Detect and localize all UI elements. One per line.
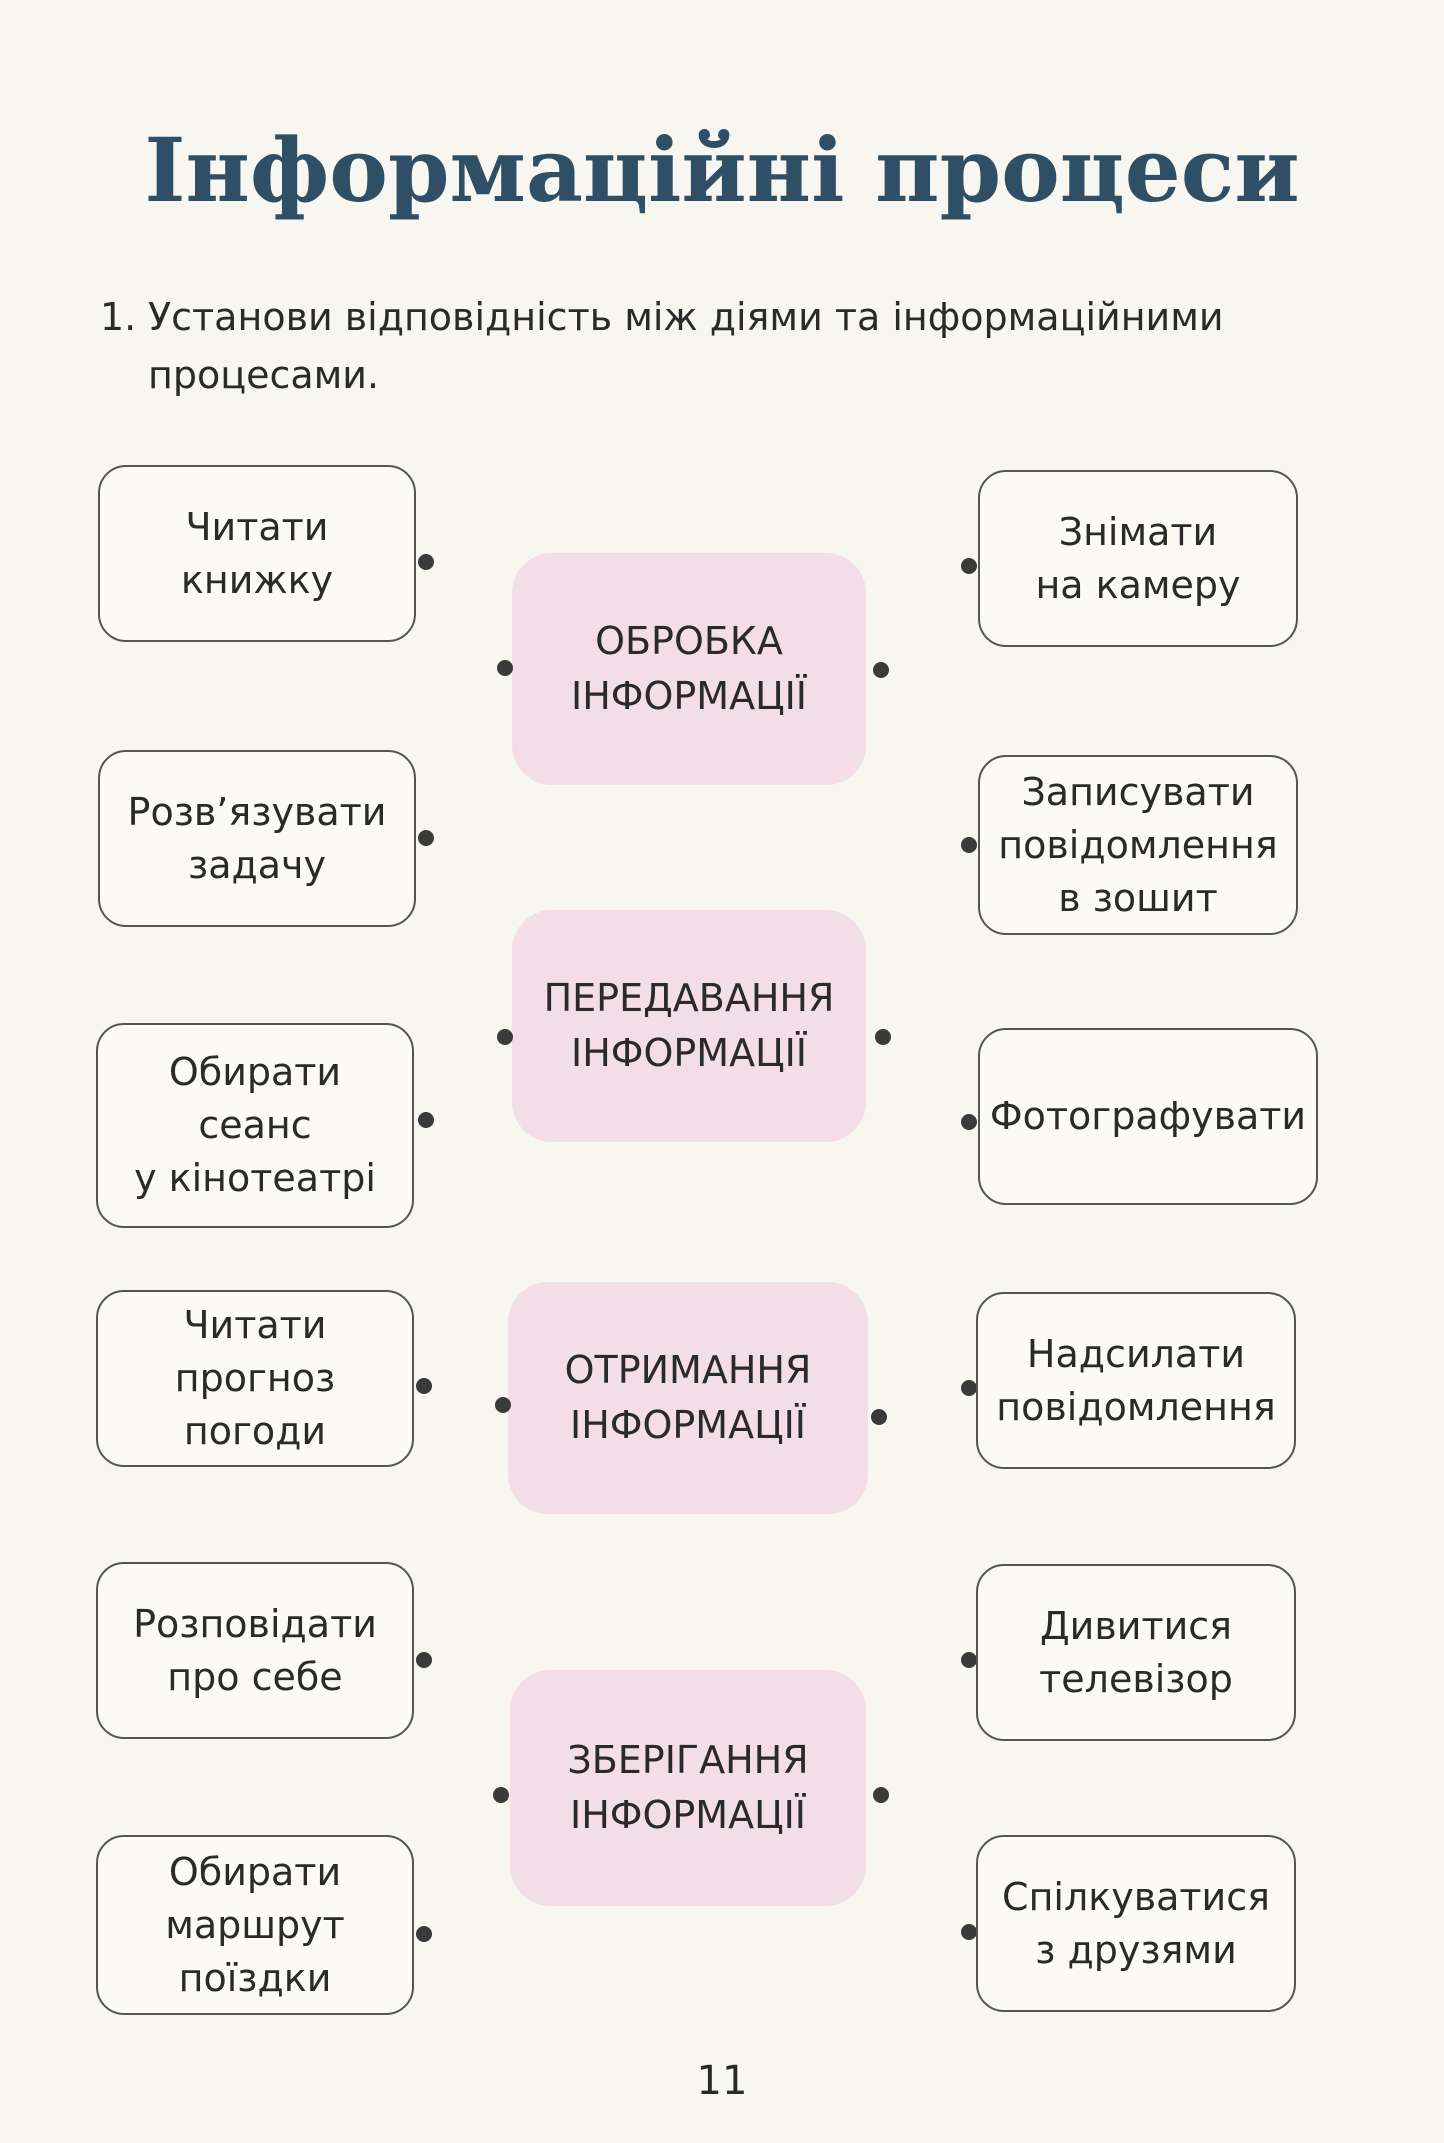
process-left-dot-2[interactable] [497,1029,513,1045]
left-connector-dot-3[interactable] [418,1112,434,1128]
process-right-dot-4[interactable] [873,1787,889,1803]
process-right-dot-2[interactable] [875,1029,891,1045]
right-connector-dot-6[interactable] [961,1924,977,1940]
left-action-label: Обирати маршрут поїздки [165,1849,345,2000]
left-connector-dot-6[interactable] [416,1926,432,1942]
left-connector-dot-4[interactable] [416,1378,432,1394]
right-connector-dot-3[interactable] [961,1114,977,1130]
process-box-processing: ОБРОБКА ІНФОРМАЦІЇ [512,553,866,785]
right-action-label: Фотографувати [989,1094,1307,1138]
left-action-box-3[interactable]: Обирати сеанс у кінотеатрі [96,1023,414,1228]
right-action-label: Знімати на камеру [1035,509,1241,607]
page-number: 11 [696,2058,748,2104]
left-connector-dot-2[interactable] [418,830,434,846]
process-right-dot-3[interactable] [871,1409,887,1425]
left-connector-dot-5[interactable] [416,1652,432,1668]
right-action-label: Надсилати повідомлення [996,1331,1276,1429]
left-action-label: Розв’язувати задачу [127,789,387,887]
left-action-label: Читати прогноз погоди [174,1303,336,1453]
process-box-receiving: ОТРИМАННЯ ІНФОРМАЦІЇ [508,1282,868,1514]
right-action-box-1[interactable]: Знімати на камеру [978,470,1298,647]
left-connector-dot-1[interactable] [418,554,434,570]
left-action-box-1[interactable]: Читати книжку [98,465,416,642]
process-right-dot-1[interactable] [873,662,889,678]
right-action-box-2[interactable]: Записувати повідомлення в зошит [978,755,1298,935]
left-action-box-5[interactable]: Розповідати про себе [96,1562,414,1739]
right-connector-dot-1[interactable] [961,558,977,574]
process-left-dot-3[interactable] [495,1397,511,1413]
left-action-label: Розповідати про себе [133,1601,377,1699]
task-text-line-1: Установи відповідність між діями та інфо… [148,295,1224,339]
right-connector-dot-5[interactable] [961,1652,977,1668]
process-box-storage: ЗБЕРІГАННЯ ІНФОРМАЦІЇ [510,1670,866,1906]
right-action-label: Дивитися телевізор [1039,1603,1233,1701]
left-action-label: Читати книжку [180,504,334,602]
left-action-box-4[interactable]: Читати прогноз погоди [96,1290,414,1467]
process-left-dot-4[interactable] [493,1787,509,1803]
right-action-label: Спілкуватися з друзями [1002,1874,1270,1972]
right-action-box-3[interactable]: Фотографувати [978,1028,1318,1205]
right-action-box-4[interactable]: Надсилати повідомлення [976,1292,1296,1469]
right-connector-dot-4[interactable] [961,1380,977,1396]
process-box-transmission: ПЕРЕДАВАННЯ ІНФОРМАЦІЇ [512,910,866,1142]
task-instruction: 1.Установи відповідність між діями та ін… [100,288,1300,404]
right-connector-dot-2[interactable] [961,837,977,853]
right-action-label: Записувати повідомлення в зошит [998,769,1278,920]
left-action-label: Обирати сеанс у кінотеатрі [134,1050,376,1200]
task-text-line-2: процесами. [148,353,380,397]
left-action-box-6[interactable]: Обирати маршрут поїздки [96,1835,414,2015]
task-number: 1. [100,295,137,339]
right-action-box-5[interactable]: Дивитися телевізор [976,1564,1296,1741]
right-action-box-6[interactable]: Спілкуватися з друзями [976,1835,1296,2012]
left-action-box-2[interactable]: Розв’язувати задачу [98,750,416,927]
page-title: Інформаційні процеси [144,118,1300,222]
process-left-dot-1[interactable] [497,660,513,676]
